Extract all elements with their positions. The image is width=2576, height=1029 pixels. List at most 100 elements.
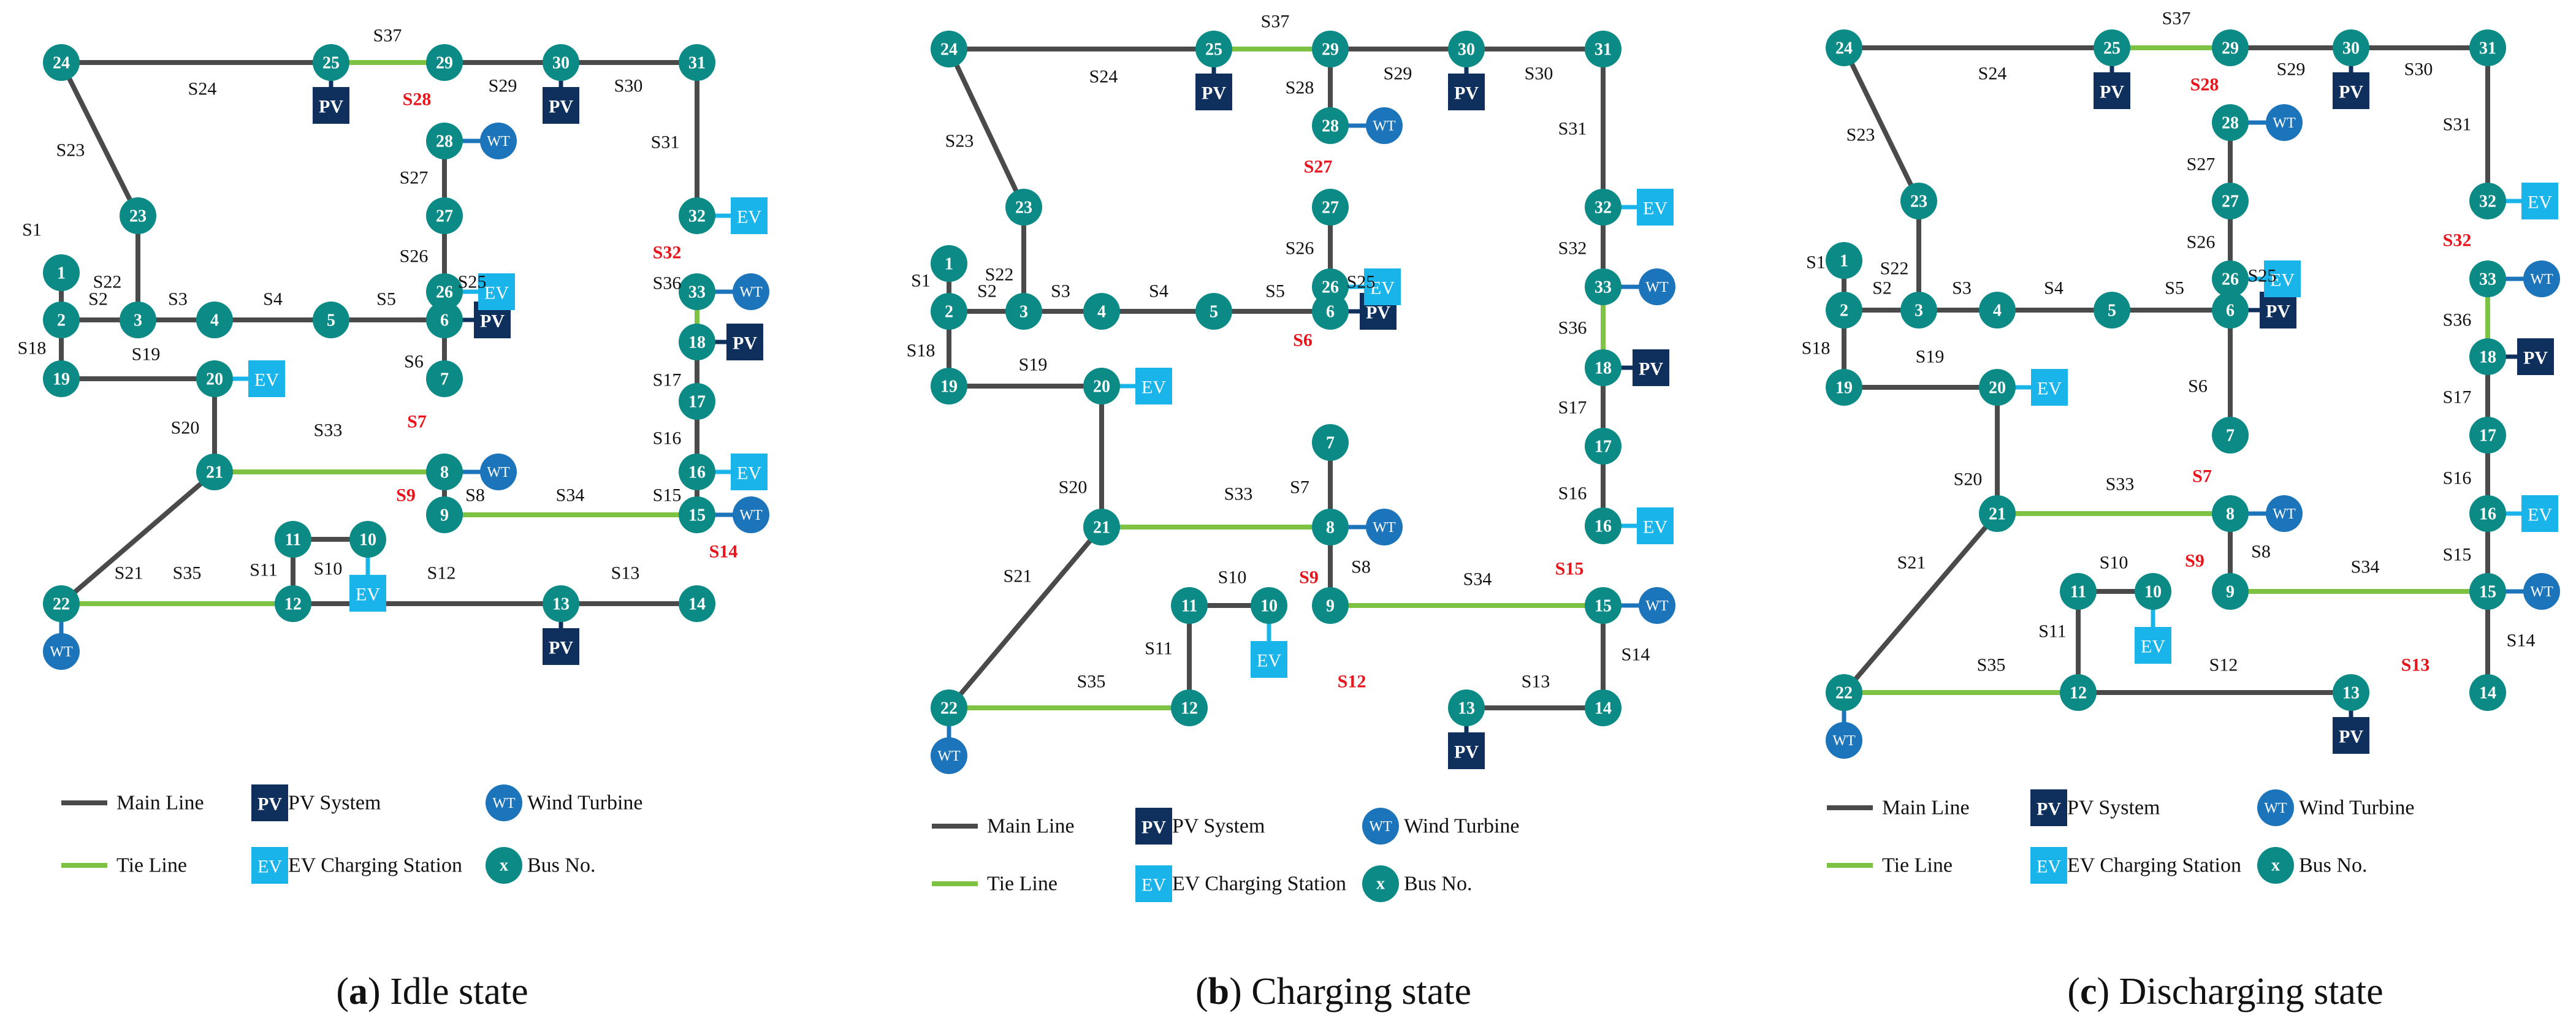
caption-paren: ( [2067, 971, 2080, 1012]
bus-node [1195, 293, 1232, 330]
bus-node [679, 383, 715, 420]
switch-s14: S14 [1621, 645, 1650, 665]
bus-node [2333, 674, 2369, 711]
open-switch-s32: S32 [653, 243, 682, 263]
bus-number: 2 [57, 311, 66, 330]
wind-turbine-icon: WT [2266, 104, 2303, 141]
bus-number: 14 [1595, 699, 1612, 718]
pv-box [2260, 292, 2296, 328]
bus-node [1585, 268, 1621, 305]
switch-s31: S31 [2443, 115, 2472, 135]
main-line-s21 [1842, 512, 2000, 694]
ev-box [2031, 369, 2068, 406]
ev-text: EV [356, 585, 380, 605]
bus-18: 18 [679, 324, 715, 360]
bus-30: 30 [543, 44, 579, 81]
bus-number: 8 [440, 463, 449, 482]
legend-bus-no: Bus No. [527, 854, 595, 877]
switch-s36: S36 [653, 273, 682, 294]
bus-number: 5 [327, 311, 335, 330]
switch-s26: S26 [2187, 232, 2216, 253]
bus-node [1083, 509, 1120, 545]
pv-text: PV [2266, 302, 2290, 322]
ev-text: EV [2037, 379, 2062, 399]
bus-1: 1 [1826, 242, 1862, 279]
pv-system-icon: PV [313, 87, 349, 124]
wt-circle [1366, 509, 1403, 545]
bus-6: 6 [2212, 292, 2249, 328]
legend-ev-icon [251, 847, 288, 884]
bus-number: 6 [1326, 303, 1335, 322]
bus-12: 12 [275, 585, 311, 622]
wt-circle [733, 273, 769, 310]
switch-s3: S3 [168, 289, 188, 309]
switch-s32: S32 [1558, 238, 1587, 259]
caption-paren: ( [336, 971, 349, 1012]
bus-number: 21 [1989, 505, 2006, 524]
bus-node [2135, 573, 2171, 610]
switch-s13: S13 [611, 563, 640, 583]
bus-number: 24 [940, 40, 958, 59]
switch-s27: S27 [400, 168, 429, 188]
bus-node [1585, 587, 1621, 624]
ev-text: EV [484, 283, 509, 303]
bus-node [1585, 428, 1621, 465]
switch-s18: S18 [907, 341, 936, 361]
bus-number: 5 [2108, 302, 2116, 321]
switch-s1: S1 [911, 271, 931, 291]
wt-text: WT [1373, 520, 1396, 536]
ev-station-icon: EV [731, 454, 768, 490]
legend-main-line: Main Line [116, 792, 204, 814]
wind-turbine-icon: WT [1366, 107, 1403, 144]
bus-node [275, 585, 311, 622]
bus-node [2212, 260, 2249, 297]
pv-system-icon: PV [726, 324, 763, 360]
bus-node [679, 273, 715, 310]
bus-number: 11 [2070, 583, 2086, 602]
bus-node [679, 585, 715, 622]
bus-21: 21 [196, 454, 233, 490]
switch-s18: S18 [1802, 338, 1831, 359]
bus-number: 19 [53, 370, 70, 389]
bus-33: 33 [2469, 260, 2506, 297]
pv-system-icon: PV [1448, 74, 1485, 110]
ev-box [478, 273, 515, 310]
caption-letter: a [349, 971, 368, 1012]
open-switch-s7: S7 [407, 412, 427, 432]
ev-box [2135, 627, 2171, 664]
switch-s26: S26 [1286, 238, 1314, 259]
bus-28: 28 [426, 123, 463, 159]
bus-31: 31 [1585, 31, 1621, 67]
switch-s4: S4 [1149, 281, 1168, 302]
pv-text: PV [1454, 742, 1479, 762]
bus-5: 5 [313, 302, 349, 338]
bus-number: 9 [1326, 597, 1335, 616]
bus-27: 27 [2212, 183, 2249, 219]
switch-s2: S2 [1872, 278, 1892, 298]
bus-node [1312, 509, 1349, 545]
bus-node [1448, 31, 1485, 67]
ev-text: EV [254, 370, 279, 390]
wt-text: WT [739, 284, 763, 300]
bus-20: 20 [1083, 368, 1120, 404]
switch-s34: S34 [2351, 557, 2380, 577]
wt-text: WT [50, 644, 73, 660]
bus-node [1979, 292, 2016, 328]
bus-13: 13 [1448, 689, 1485, 726]
bus-number: 29 [2222, 39, 2239, 58]
caption-text: ) Idle state [368, 971, 528, 1012]
bus-node [1083, 368, 1120, 404]
bus-node [679, 324, 715, 360]
switch-s34: S34 [556, 485, 585, 506]
pv-text: PV [1202, 83, 1226, 104]
open-switch-s28: S28 [403, 89, 432, 110]
legend-pv-system: PV System [1172, 815, 1265, 838]
switch-s22: S22 [1880, 259, 1909, 279]
bus-node [2060, 573, 2097, 610]
bus-number: 28 [1322, 117, 1339, 136]
bus-node [313, 44, 349, 81]
wind-turbine-icon: WT [1639, 587, 1675, 624]
